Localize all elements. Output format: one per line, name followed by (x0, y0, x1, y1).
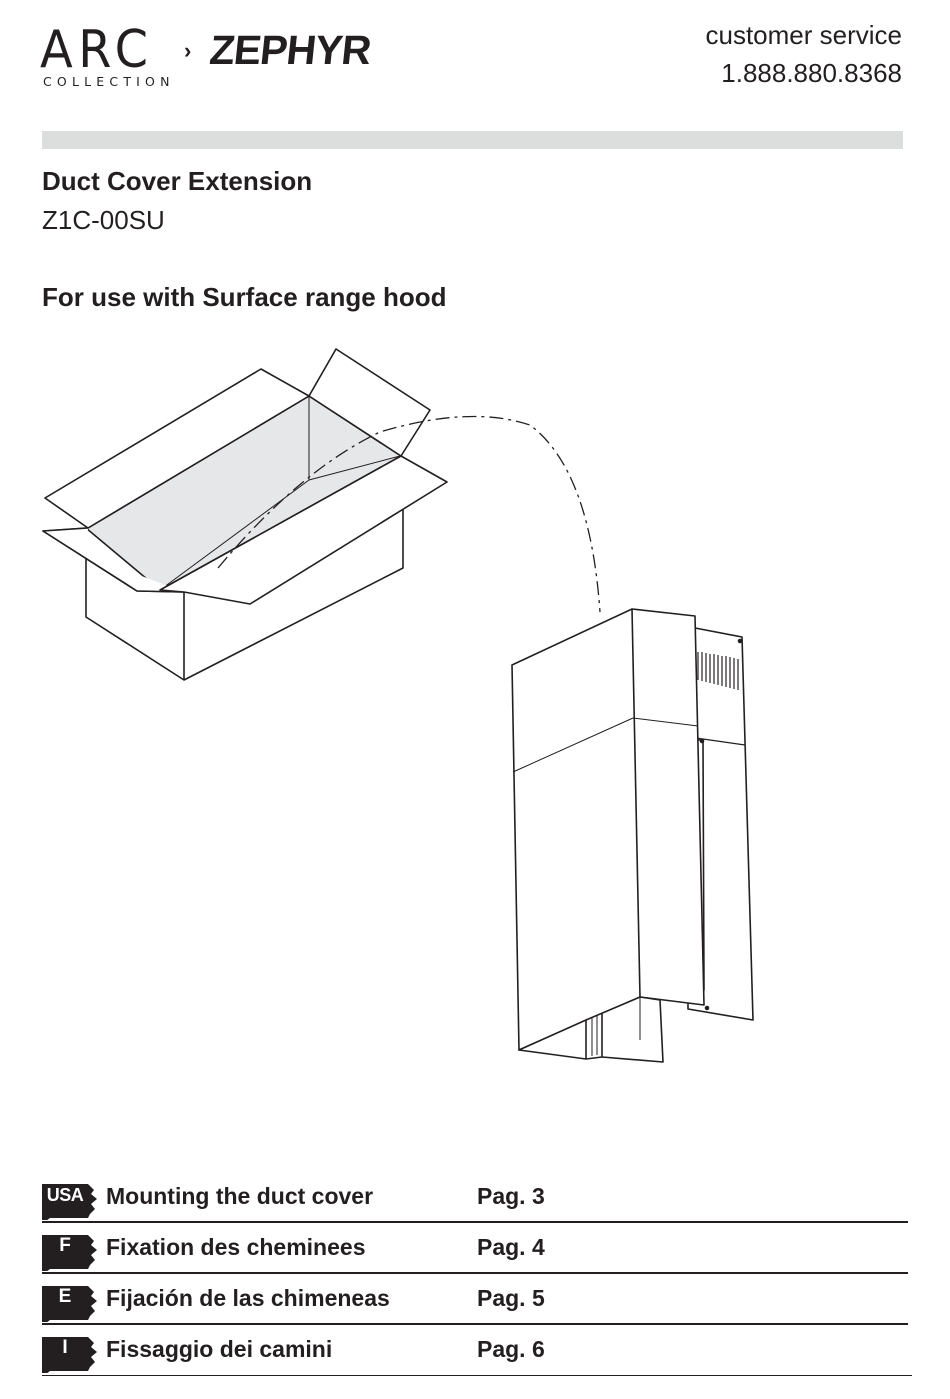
customer-service-phone[interactable]: 1.888.880.8368 (721, 58, 902, 88)
zephyr-logo-text: ZEPHYR (207, 27, 373, 73)
language-index: USA Mounting the duct cover Pag. 3 F Fix… (42, 1176, 912, 1380)
toc-label: Fixation des cheminees (106, 1234, 366, 1260)
arc-logo-text: ARC (40, 20, 154, 80)
document-title: Duct Cover Extension (42, 166, 313, 196)
language-code: E (58, 1286, 72, 1307)
toc-row[interactable]: I Fissaggio dei camini Pag. 6 (42, 1329, 912, 1376)
header-divider-bar (42, 131, 903, 149)
toc-page: Pag. 6 (477, 1336, 545, 1362)
toc-label: Fissaggio dei camini (106, 1336, 333, 1362)
toc-row[interactable]: USA Mounting the duct cover Pag. 3 (42, 1176, 908, 1223)
customer-service-label: customer service (705, 20, 903, 50)
language-code: I (62, 1337, 68, 1358)
divider (42, 1374, 912, 1376)
language-tab-badge (42, 1284, 98, 1322)
toc-row[interactable]: E Fijación de las chimeneas Pag. 5 (42, 1278, 908, 1325)
brand-logo: ARC COLLECTION › ZEPHYR (40, 22, 380, 92)
box-interior (88, 396, 401, 590)
usage-subtitle: For use with Surface range hood (42, 282, 447, 312)
language-code: F (59, 1235, 71, 1256)
toc-page: Pag. 4 (477, 1234, 545, 1260)
toc-row[interactable]: F Fixation des cheminees Pag. 4 (42, 1227, 908, 1274)
divider (42, 1323, 908, 1325)
divider (42, 1221, 908, 1223)
customer-service: customer service 1.888.880.8368 (706, 16, 903, 92)
divider (42, 1272, 908, 1274)
toc-page: Pag. 3 (477, 1183, 545, 1209)
language-tab-badge (42, 1182, 98, 1220)
toc-label: Mounting the duct cover (106, 1183, 374, 1209)
language-tab-badge (42, 1335, 98, 1373)
language-tab-badge (42, 1233, 98, 1271)
collection-text: COLLECTION (43, 74, 175, 89)
language-code: USA (46, 1185, 84, 1205)
box-to-duct-cover-illustration (42, 348, 754, 1063)
chevron-right-icon: › (184, 38, 192, 63)
toc-label: Fijación de las chimeneas (106, 1285, 390, 1311)
toc-page: Pag. 5 (477, 1285, 545, 1311)
model-number: Z1C-00SU (42, 205, 165, 235)
